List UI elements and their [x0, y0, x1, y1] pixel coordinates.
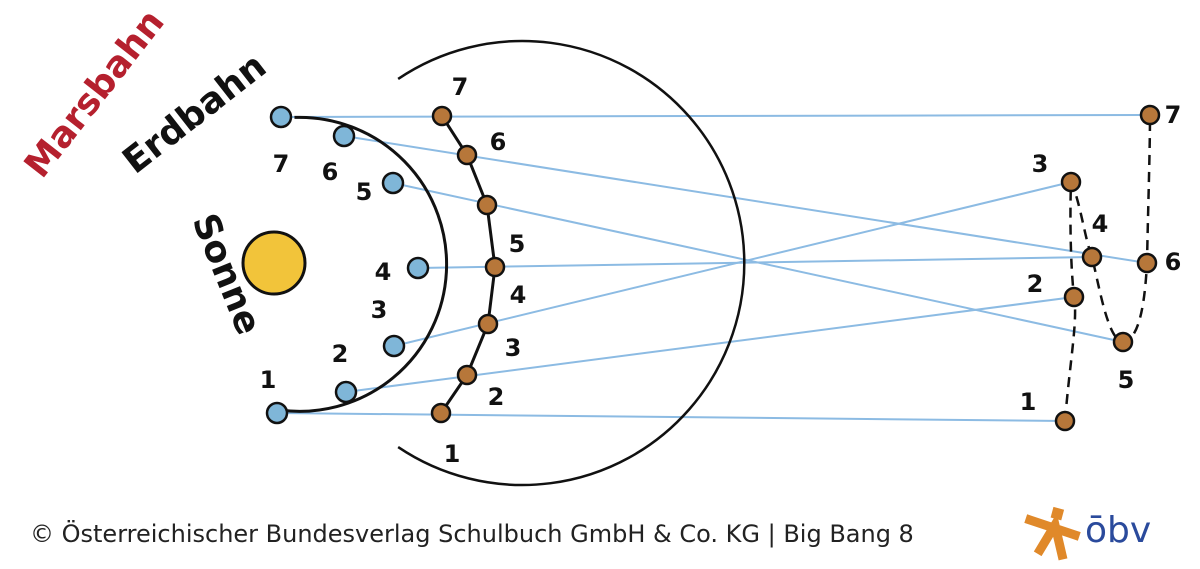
earth-position	[406, 256, 430, 280]
earth-position	[381, 171, 405, 195]
sightline	[345, 296, 1075, 393]
earth-number: 4	[375, 258, 392, 286]
apparent-number: 1	[1020, 388, 1037, 416]
mars-orbit	[397, 39, 746, 487]
mars-position	[430, 402, 452, 424]
sightline	[393, 181, 1072, 347]
earth-number: 2	[332, 340, 349, 368]
apparent-number: 3	[1032, 150, 1049, 178]
earth-number: 1	[260, 366, 277, 394]
sightline	[392, 182, 1124, 343]
apparent-mars-position	[1081, 246, 1103, 268]
apparent-number: 6	[1165, 248, 1182, 276]
apparent-mars-position	[1139, 104, 1161, 126]
sightline	[280, 114, 1151, 118]
earth-number: 3	[371, 296, 388, 324]
apparent-mars-position	[1136, 252, 1158, 274]
mars-position	[456, 364, 478, 386]
mars-position	[477, 313, 499, 335]
mars-number: 3	[505, 334, 522, 362]
mars-position	[476, 194, 498, 216]
mars-number: 5	[509, 230, 526, 258]
earth-position	[265, 401, 289, 425]
earth-number: 6	[322, 158, 339, 186]
mars-number: 6	[490, 128, 507, 156]
mars-position	[431, 105, 453, 127]
mars-position	[484, 256, 506, 278]
earth-number: 5	[356, 178, 373, 206]
obv-logo: ōbv	[1085, 510, 1152, 551]
mars-number: 1	[444, 440, 461, 468]
earth-position	[382, 334, 406, 358]
apparent-mars-position	[1112, 331, 1134, 353]
earth-number: 7	[273, 150, 290, 178]
earth-orbit	[278, 115, 449, 413]
apparent-mars-position	[1060, 171, 1082, 193]
sightline	[276, 412, 1066, 422]
mars-number: 7	[452, 73, 469, 101]
apparent-number: 5	[1118, 366, 1135, 394]
apparent-mars-path	[1063, 114, 1152, 422]
logo-figure-head	[1050, 506, 1065, 521]
logo-figure-body	[1024, 513, 1081, 561]
earth-position	[334, 380, 358, 404]
apparent-mars-position	[1063, 286, 1085, 308]
mars-number: 4	[510, 281, 527, 309]
apparent-number: 7	[1165, 101, 1182, 129]
sun	[241, 230, 307, 296]
copyright-footer: © Österreichischer Bundesverlag Schulbuc…	[30, 520, 914, 548]
earth-position	[269, 105, 293, 129]
mars-position	[456, 144, 478, 166]
mars-number: 2	[488, 383, 505, 411]
apparent-mars-position	[1054, 410, 1076, 432]
apparent-number: 4	[1092, 210, 1109, 238]
earth-position	[332, 124, 356, 148]
apparent-number: 2	[1027, 270, 1044, 298]
sightline	[343, 135, 1148, 264]
